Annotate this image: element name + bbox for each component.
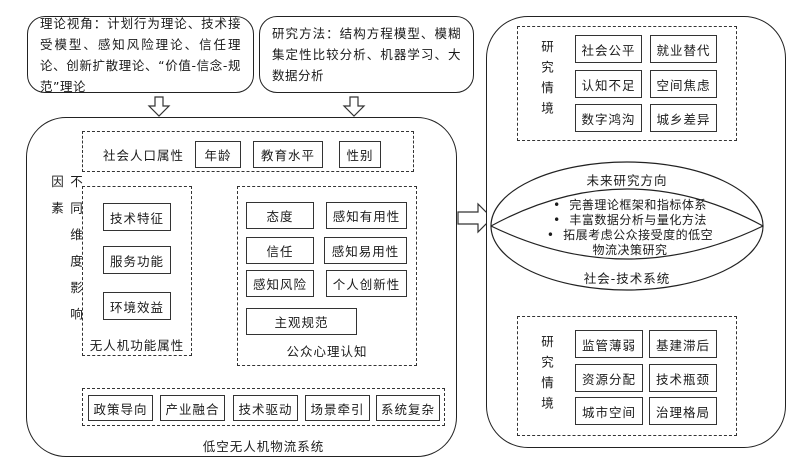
bullet-icon: • xyxy=(553,198,561,212)
context-urban-rural-gap: 城乡差异 xyxy=(650,104,717,132)
factor-attitude: 态度 xyxy=(246,202,314,229)
factor-service-function: 服务功能 xyxy=(103,246,171,274)
factor-environmental-benefit: 环境效益 xyxy=(103,292,171,320)
context-insufficient-awareness: 认知不足 xyxy=(575,70,642,98)
future-directions-list: • 完善理论框架和指标体系 • 丰富数据分析与量化方法 • 拓展考虑公众接受度的… xyxy=(540,198,720,258)
inner-lens-top xyxy=(490,188,764,227)
research-context-bottom-label: 研究情境 xyxy=(539,335,554,417)
factor-subjective-norm: 主观规范 xyxy=(246,308,357,335)
context-digital-divide: 数字鸿沟 xyxy=(575,104,642,132)
influence-factors-side-label: 不同维度影响因素 xyxy=(49,175,83,334)
factor-gender: 性别 xyxy=(339,141,381,168)
right-arrow-big-icon xyxy=(457,202,493,234)
context-urban-space: 城市空间 xyxy=(575,397,643,425)
bullet-icon: • xyxy=(546,228,555,242)
research-context-bottom-group xyxy=(517,316,737,436)
research-context-top-group xyxy=(517,26,737,141)
future-bullet-item: • 拓展考虑公众接受度的低空物流决策研究 xyxy=(546,228,714,257)
factor-scenario-traction: 场景牵引 xyxy=(305,395,370,421)
future-bullet-item: • 丰富数据分析与量化方法 xyxy=(553,213,707,227)
context-tech-bottleneck: 技术瓶颈 xyxy=(649,364,717,392)
research-method-box: 研究方法：结构方程模型、模糊集定性比较分析、机器学习、大数据分析 xyxy=(259,16,474,93)
context-social-equity: 社会公平 xyxy=(575,35,642,63)
drone-function-label: 无人机功能属性 xyxy=(89,338,185,353)
factor-education: 教育水平 xyxy=(253,141,323,168)
context-governance-pattern: 治理格局 xyxy=(649,397,717,425)
down-arrow-icon xyxy=(342,96,366,117)
factor-perceived-risk: 感知风险 xyxy=(246,270,314,297)
context-job-replacement: 就业替代 xyxy=(650,35,717,63)
system-factors-group xyxy=(82,388,445,426)
factor-perceived-usefulness: 感知有用性 xyxy=(326,202,407,229)
context-resource-allocation: 资源分配 xyxy=(575,364,643,392)
factor-personal-innovativeness: 个人创新性 xyxy=(326,270,407,297)
future-bullet-item: • 完善理论框架和指标体系 xyxy=(553,198,707,212)
demographic-attributes-group xyxy=(82,131,414,172)
theory-perspective-box: 理论视角：计划行为理论、技术接受模型、感知风险理论、信任理论、创新扩散理论、“价… xyxy=(27,16,254,94)
theory-perspective-text: 理论视角：计划行为理论、技术接受模型、感知风险理论、信任理论、创新扩散理论、“价… xyxy=(40,15,241,94)
demographic-label: 社会人口属性 xyxy=(103,148,185,163)
bullet-icon: • xyxy=(553,213,561,227)
context-weak-regulation: 监管薄弱 xyxy=(575,330,643,358)
drone-function-group xyxy=(82,186,192,356)
context-spatial-anxiety: 空间焦虑 xyxy=(650,70,717,98)
factor-age: 年龄 xyxy=(195,141,241,168)
down-arrow-icon xyxy=(147,96,171,117)
factor-tech-features: 技术特征 xyxy=(103,203,171,231)
factor-trust: 信任 xyxy=(246,237,314,264)
research-method-text: 研究方法：结构方程模型、模糊集定性比较分析、机器学习、大数据分析 xyxy=(272,26,461,83)
factor-policy-orientation: 政策导向 xyxy=(88,395,153,421)
public-psychology-group xyxy=(237,186,417,366)
research-context-top-label: 研究情境 xyxy=(539,40,554,122)
factor-system-complexity: 系统复杂 xyxy=(376,395,440,421)
future-directions-title: 未来研究方向 xyxy=(586,173,668,188)
public-psychology-label: 公众心理认知 xyxy=(286,344,368,359)
factor-industry-integration: 产业融合 xyxy=(160,395,225,421)
factor-tech-driven: 技术驱动 xyxy=(233,395,298,421)
factor-perceived-ease-of-use: 感知易用性 xyxy=(324,237,407,264)
system-label: 低空无人机物流系统 xyxy=(202,439,325,454)
context-lagging-infrastructure: 基建滞后 xyxy=(649,330,717,358)
socio-technical-label: 社会-技术系统 xyxy=(583,271,671,286)
inner-lens-bottom xyxy=(490,225,764,260)
